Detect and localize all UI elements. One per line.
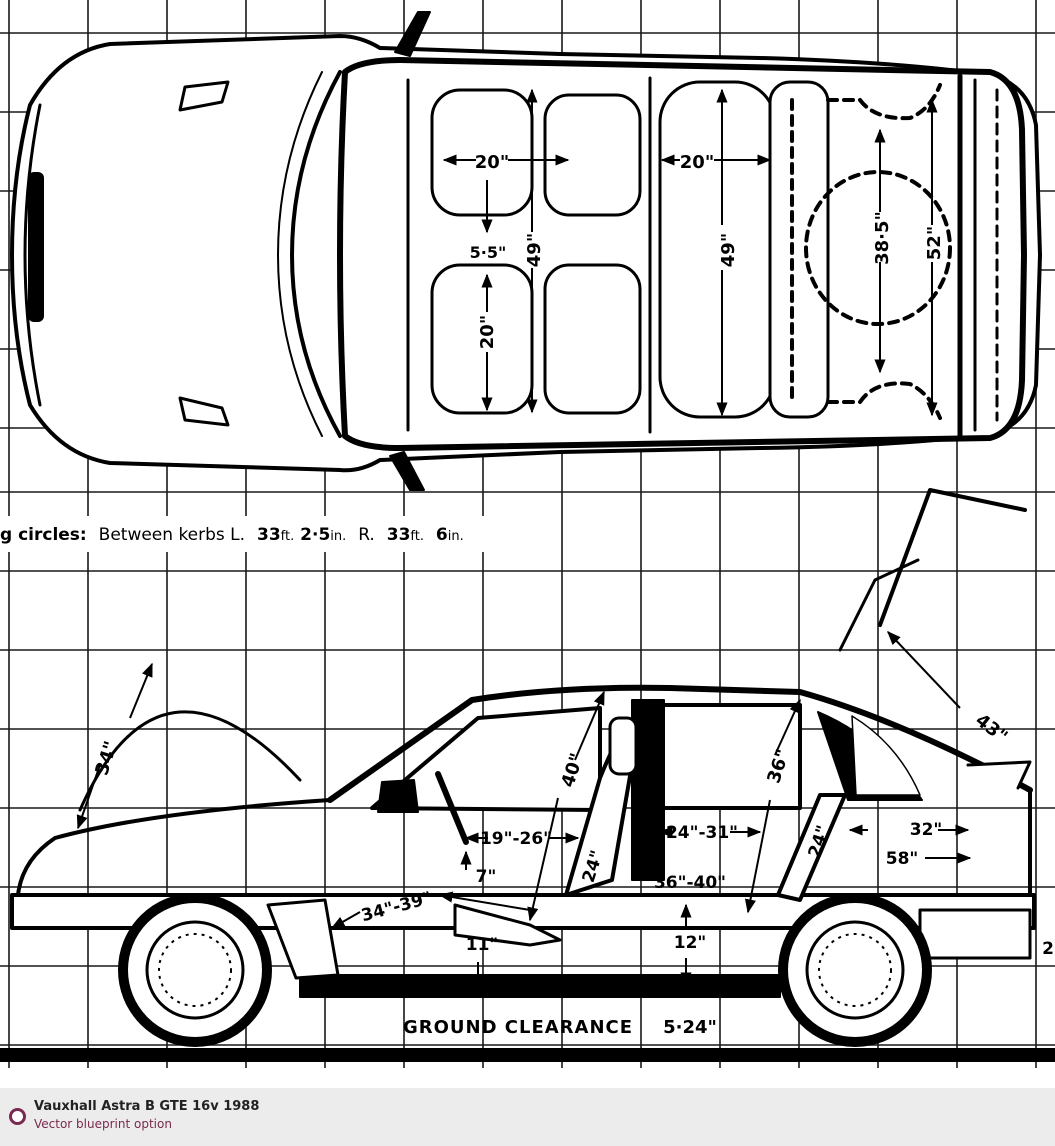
dim-boot-length: 32" xyxy=(910,820,943,840)
dim-seat-gap: 5·5" xyxy=(470,243,507,262)
dim-rear-shoulder-width: 49" xyxy=(718,233,739,267)
top-view-dimension-lines xyxy=(442,88,938,417)
dim-rear-legroom: 36"-40" xyxy=(654,873,726,893)
turning-circle-between: Between kerbs L. xyxy=(99,525,245,545)
dim-edge-mark: 2 xyxy=(1042,939,1054,959)
turning-circle-in-unit-2: in. xyxy=(448,529,464,544)
dim-tailgate-opening: 43" xyxy=(971,710,1011,748)
dim-boot-depth: 38·5" xyxy=(872,211,893,265)
footer-bar: Vauxhall Astra B GTE 16v 1988 Vector blu… xyxy=(0,1088,1055,1146)
turning-circle-right-in: 6 xyxy=(436,525,448,545)
dim-boot-width: 52" xyxy=(924,226,945,260)
dim-front-knee-room: 24"-31" xyxy=(666,823,738,843)
dim-seat-width-front: 20" xyxy=(475,152,509,173)
turning-circle-in-unit-1: in. xyxy=(330,529,346,544)
blueprint-drawing: 20" 20" 5·5" 20" 49" 49" 38·5" 52" g cir… xyxy=(0,0,1055,1068)
footer-title[interactable]: Vauxhall Astra B GTE 16v 1988 xyxy=(34,1099,260,1114)
rear-wheel xyxy=(778,893,932,1047)
ground-clearance-value: 5·24" xyxy=(663,1017,717,1038)
svg-text:g circles: Between kerbs: g circles: Between kerbs L. 33ft. 2·5in.… xyxy=(0,525,464,545)
turning-circle-ft-unit-2: ft. xyxy=(410,529,424,544)
dim-bonnet-opening: 34" xyxy=(91,739,122,778)
turning-circle-right-ft: 33 xyxy=(387,525,411,545)
turning-circle-left-in: 2·5 xyxy=(300,525,330,545)
turning-circle-left-ft: 33 xyxy=(257,525,281,545)
dim-steering-clearance: 7" xyxy=(476,867,497,887)
dim-front-shoulder-width: 49" xyxy=(524,233,545,267)
dim-seat-depth-front: 20" xyxy=(477,315,498,349)
dim-rear-seat-height: 12" xyxy=(674,933,707,953)
radio-icon[interactable] xyxy=(9,1108,26,1125)
dim-front-seat-height: 11" xyxy=(466,935,499,955)
turning-circle-ft-unit-1: ft. xyxy=(281,529,295,544)
footer-subtitle: Vector blueprint option xyxy=(34,1117,172,1131)
dim-front-legroom: 19"-26" xyxy=(480,829,552,849)
ground-clearance-label: GROUND CLEARANCE xyxy=(403,1017,633,1038)
side-view-dimension-lines xyxy=(76,630,972,992)
dim-load-length: 58" xyxy=(886,849,919,869)
front-wheel xyxy=(118,893,272,1047)
dim-seat-width-rear: 20" xyxy=(680,152,714,173)
turning-circle-right-prefix: R. xyxy=(358,525,375,545)
turning-circle-label: g circles: xyxy=(0,525,87,545)
turning-circle-caption: g circles: Between kerbs L. 33ft. 2·5in.… xyxy=(0,516,485,552)
car-top-view xyxy=(10,11,1042,491)
